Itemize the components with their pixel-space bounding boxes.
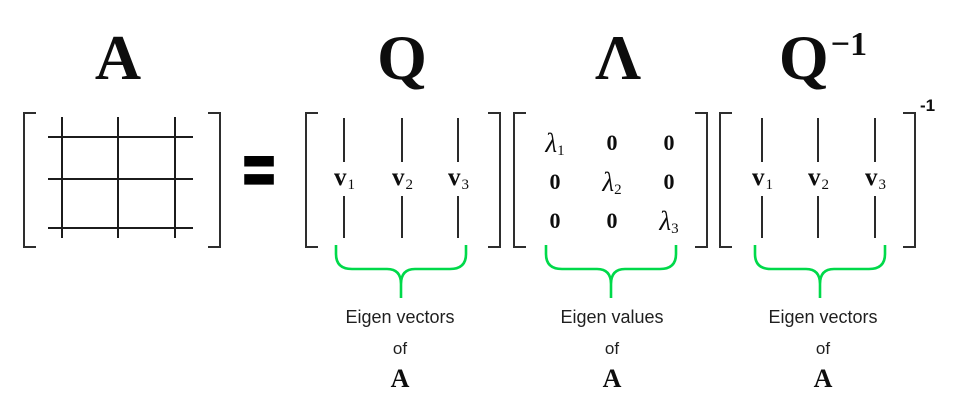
matrix-a-right-bracket — [208, 112, 221, 248]
matrix-grid-line — [61, 117, 63, 238]
matrix-cell-zero: 0 — [663, 169, 675, 194]
matrix-q-title: Q — [377, 22, 427, 93]
annotation-eigenvalues: Eigen values of A — [537, 306, 687, 393]
matrix-cell-zero: 0 — [549, 208, 561, 233]
matrix-a-title: A — [94, 22, 142, 93]
underbrace-eigenvectors-q — [334, 245, 468, 298]
matrix-q-left-bracket — [305, 112, 318, 248]
matrix-lambda-title: Λ — [595, 22, 641, 93]
matrix-lambda-right-bracket — [695, 112, 708, 248]
matrix-q-inverse-title: Q−1 — [763, 26, 883, 90]
matrix-grid-line — [117, 117, 119, 238]
annotation-eigenvectors-q: Eigen vectors of A — [325, 306, 475, 393]
annotation-line: Eigen values — [560, 307, 664, 327]
annotation-line: of — [815, 339, 831, 358]
matrix-cell-zero: 0 — [663, 130, 675, 155]
matrix-grid-line — [174, 117, 176, 238]
column-vector-line — [874, 196, 876, 238]
column-vector-line — [401, 196, 403, 238]
annotation-line: Eigen vectors — [345, 307, 455, 327]
equals-sign: = — [242, 131, 276, 209]
matrix-grid-line — [48, 136, 193, 138]
matrix-cell-zero: 0 — [606, 208, 618, 233]
matrix-cell-zero: 0 — [606, 130, 618, 155]
annotation-line: of — [604, 339, 620, 358]
matrix-grid-line — [48, 178, 193, 180]
column-vector-line — [817, 196, 819, 238]
column-vector-line — [761, 118, 763, 162]
annotation-target-matrix: A — [390, 364, 410, 393]
column-vector-line — [343, 118, 345, 162]
matrix-cell-zero: 0 — [549, 169, 561, 194]
column-vector-line — [457, 196, 459, 238]
underbrace-eigenvalues — [544, 245, 678, 298]
q-inverse-exponent: −1 — [830, 26, 868, 63]
column-vector-line — [874, 118, 876, 162]
column-vector-line — [761, 196, 763, 238]
annotation-line: of — [392, 339, 408, 358]
underbrace-eigenvectors-qinv — [753, 245, 887, 298]
inverse-exponent: -1 — [920, 96, 936, 115]
annotation-line: Eigen vectors — [768, 307, 878, 327]
q-inverse-base: Q — [778, 22, 829, 93]
matrix-q-inverse-right-bracket — [903, 112, 916, 248]
annotation-target-matrix: A — [813, 364, 833, 393]
column-vector-line — [343, 196, 345, 238]
column-vector-line — [401, 118, 403, 162]
column-vector-line — [817, 118, 819, 162]
matrix-lambda-left-bracket — [513, 112, 526, 248]
column-vector-line — [457, 118, 459, 162]
matrix-q-inverse-left-bracket — [719, 112, 732, 248]
matrix-q-right-bracket — [488, 112, 501, 248]
annotation-eigenvectors-qinv: Eigen vectors of A — [748, 306, 898, 393]
matrix-a-left-bracket — [23, 112, 36, 248]
annotation-target-matrix: A — [602, 364, 622, 393]
matrix-grid-line — [48, 227, 193, 229]
